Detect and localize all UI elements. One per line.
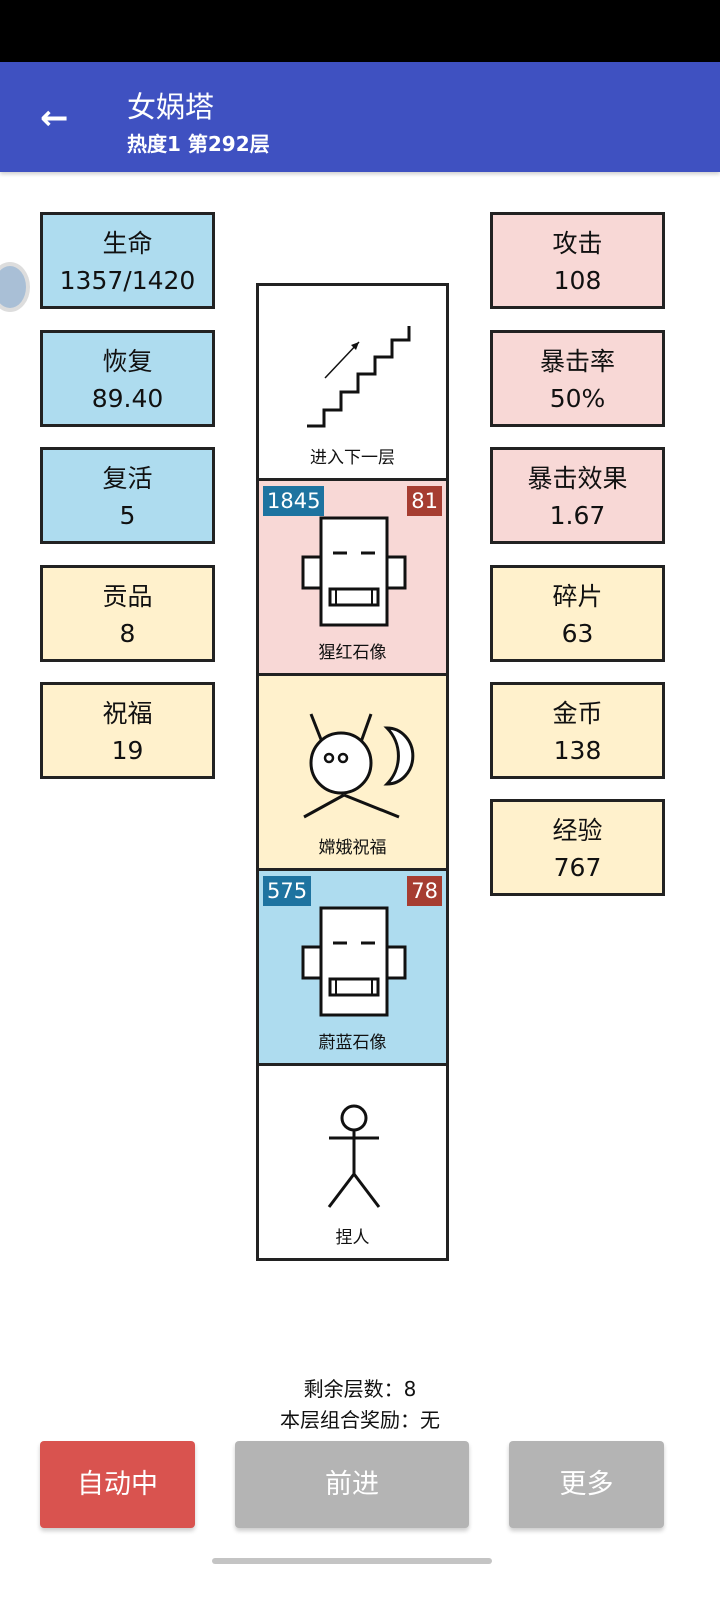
enemy-hp-badge: 1845: [263, 486, 325, 516]
tower-cell-enemy[interactable]: 575 78 蔚蓝石像: [259, 871, 446, 1066]
stat-label: 生命: [102, 229, 153, 258]
stat-blessing: 祝福 19: [40, 682, 215, 779]
status-bar: [0, 0, 720, 62]
stairs-icon: [307, 326, 411, 428]
back-arrow-icon[interactable]: ←: [40, 98, 69, 138]
tower-cell-blessing[interactable]: 嫦娥祝福: [259, 676, 446, 871]
stat-value: 1357/1420: [59, 266, 196, 295]
cell-name: 进入下一层: [310, 448, 395, 468]
statue-icon: [301, 906, 407, 1017]
app-bar: ← 女娲塔 热度1 第292层: [0, 62, 720, 172]
enemy-attack-badge: 78: [407, 876, 442, 906]
stat-value: 138: [553, 736, 602, 765]
stat-label: 碎片: [552, 582, 603, 611]
stat-label: 祝福: [102, 699, 153, 728]
enemy-attack-badge: 81: [407, 486, 442, 516]
stat-label: 复活: [102, 464, 153, 493]
forward-button[interactable]: 前进: [235, 1441, 469, 1528]
stat-crit-rate: 暴击率 50%: [490, 330, 665, 427]
cell-name: 蔚蓝石像: [318, 1033, 387, 1053]
stat-tribute: 贡品 8: [40, 565, 215, 662]
tower-cell-next-floor[interactable]: 进入下一层: [259, 286, 446, 481]
stat-label: 金币: [552, 699, 603, 728]
stat-exp: 经验 767: [490, 799, 665, 896]
stat-label: 贡品: [102, 582, 153, 611]
tower-cell-player[interactable]: 捏人: [259, 1066, 446, 1261]
stat-regen: 恢复 89.40: [40, 330, 215, 427]
blessing-icon: [303, 713, 415, 819]
cell-name: 嫦娥祝福: [318, 838, 387, 858]
page-subtitle: 热度1 第292层: [127, 132, 270, 156]
stat-value: 50%: [549, 384, 606, 413]
stat-value: 5: [119, 501, 136, 530]
cell-name: 捏人: [335, 1228, 370, 1248]
combo-reward: 本层组合奖励：无: [280, 1408, 440, 1432]
page-title: 女娲塔: [127, 90, 215, 124]
stat-revive: 复活 5: [40, 447, 215, 544]
stat-gold: 金币 138: [490, 682, 665, 779]
cell-name: 猩红石像: [318, 643, 387, 663]
stat-hp: 生命 1357/1420: [40, 212, 215, 309]
stat-value: 767: [553, 853, 602, 882]
stat-label: 经验: [552, 816, 603, 845]
tower: 进入下一层 1845 81 猩红石像 嫦娥祝福: [256, 283, 449, 1261]
stat-value: 89.40: [91, 384, 164, 413]
remaining-floors: 剩余层数：8: [303, 1377, 417, 1401]
stat-value: 19: [111, 736, 144, 765]
stat-value: 8: [119, 619, 136, 648]
stat-value: 1.67: [549, 501, 606, 530]
stat-crit-effect: 暴击效果 1.67: [490, 447, 665, 544]
stat-value: 63: [561, 619, 594, 648]
stat-label: 暴击率: [539, 347, 615, 376]
home-indicator[interactable]: [212, 1558, 492, 1564]
floating-bubble[interactable]: [0, 262, 30, 312]
enemy-hp-badge: 575: [263, 876, 312, 906]
stat-shards: 碎片 63: [490, 565, 665, 662]
statue-icon: [301, 516, 407, 627]
stat-value: 108: [553, 266, 602, 295]
stick-figure-icon: [327, 1104, 381, 1208]
stat-label: 攻击: [552, 229, 603, 258]
auto-button[interactable]: 自动中: [40, 1441, 195, 1528]
more-button[interactable]: 更多: [509, 1441, 664, 1528]
tower-cell-enemy[interactable]: 1845 81 猩红石像: [259, 481, 446, 676]
stat-attack: 攻击 108: [490, 212, 665, 309]
stat-label: 恢复: [102, 347, 153, 376]
stat-label: 暴击效果: [527, 464, 628, 493]
